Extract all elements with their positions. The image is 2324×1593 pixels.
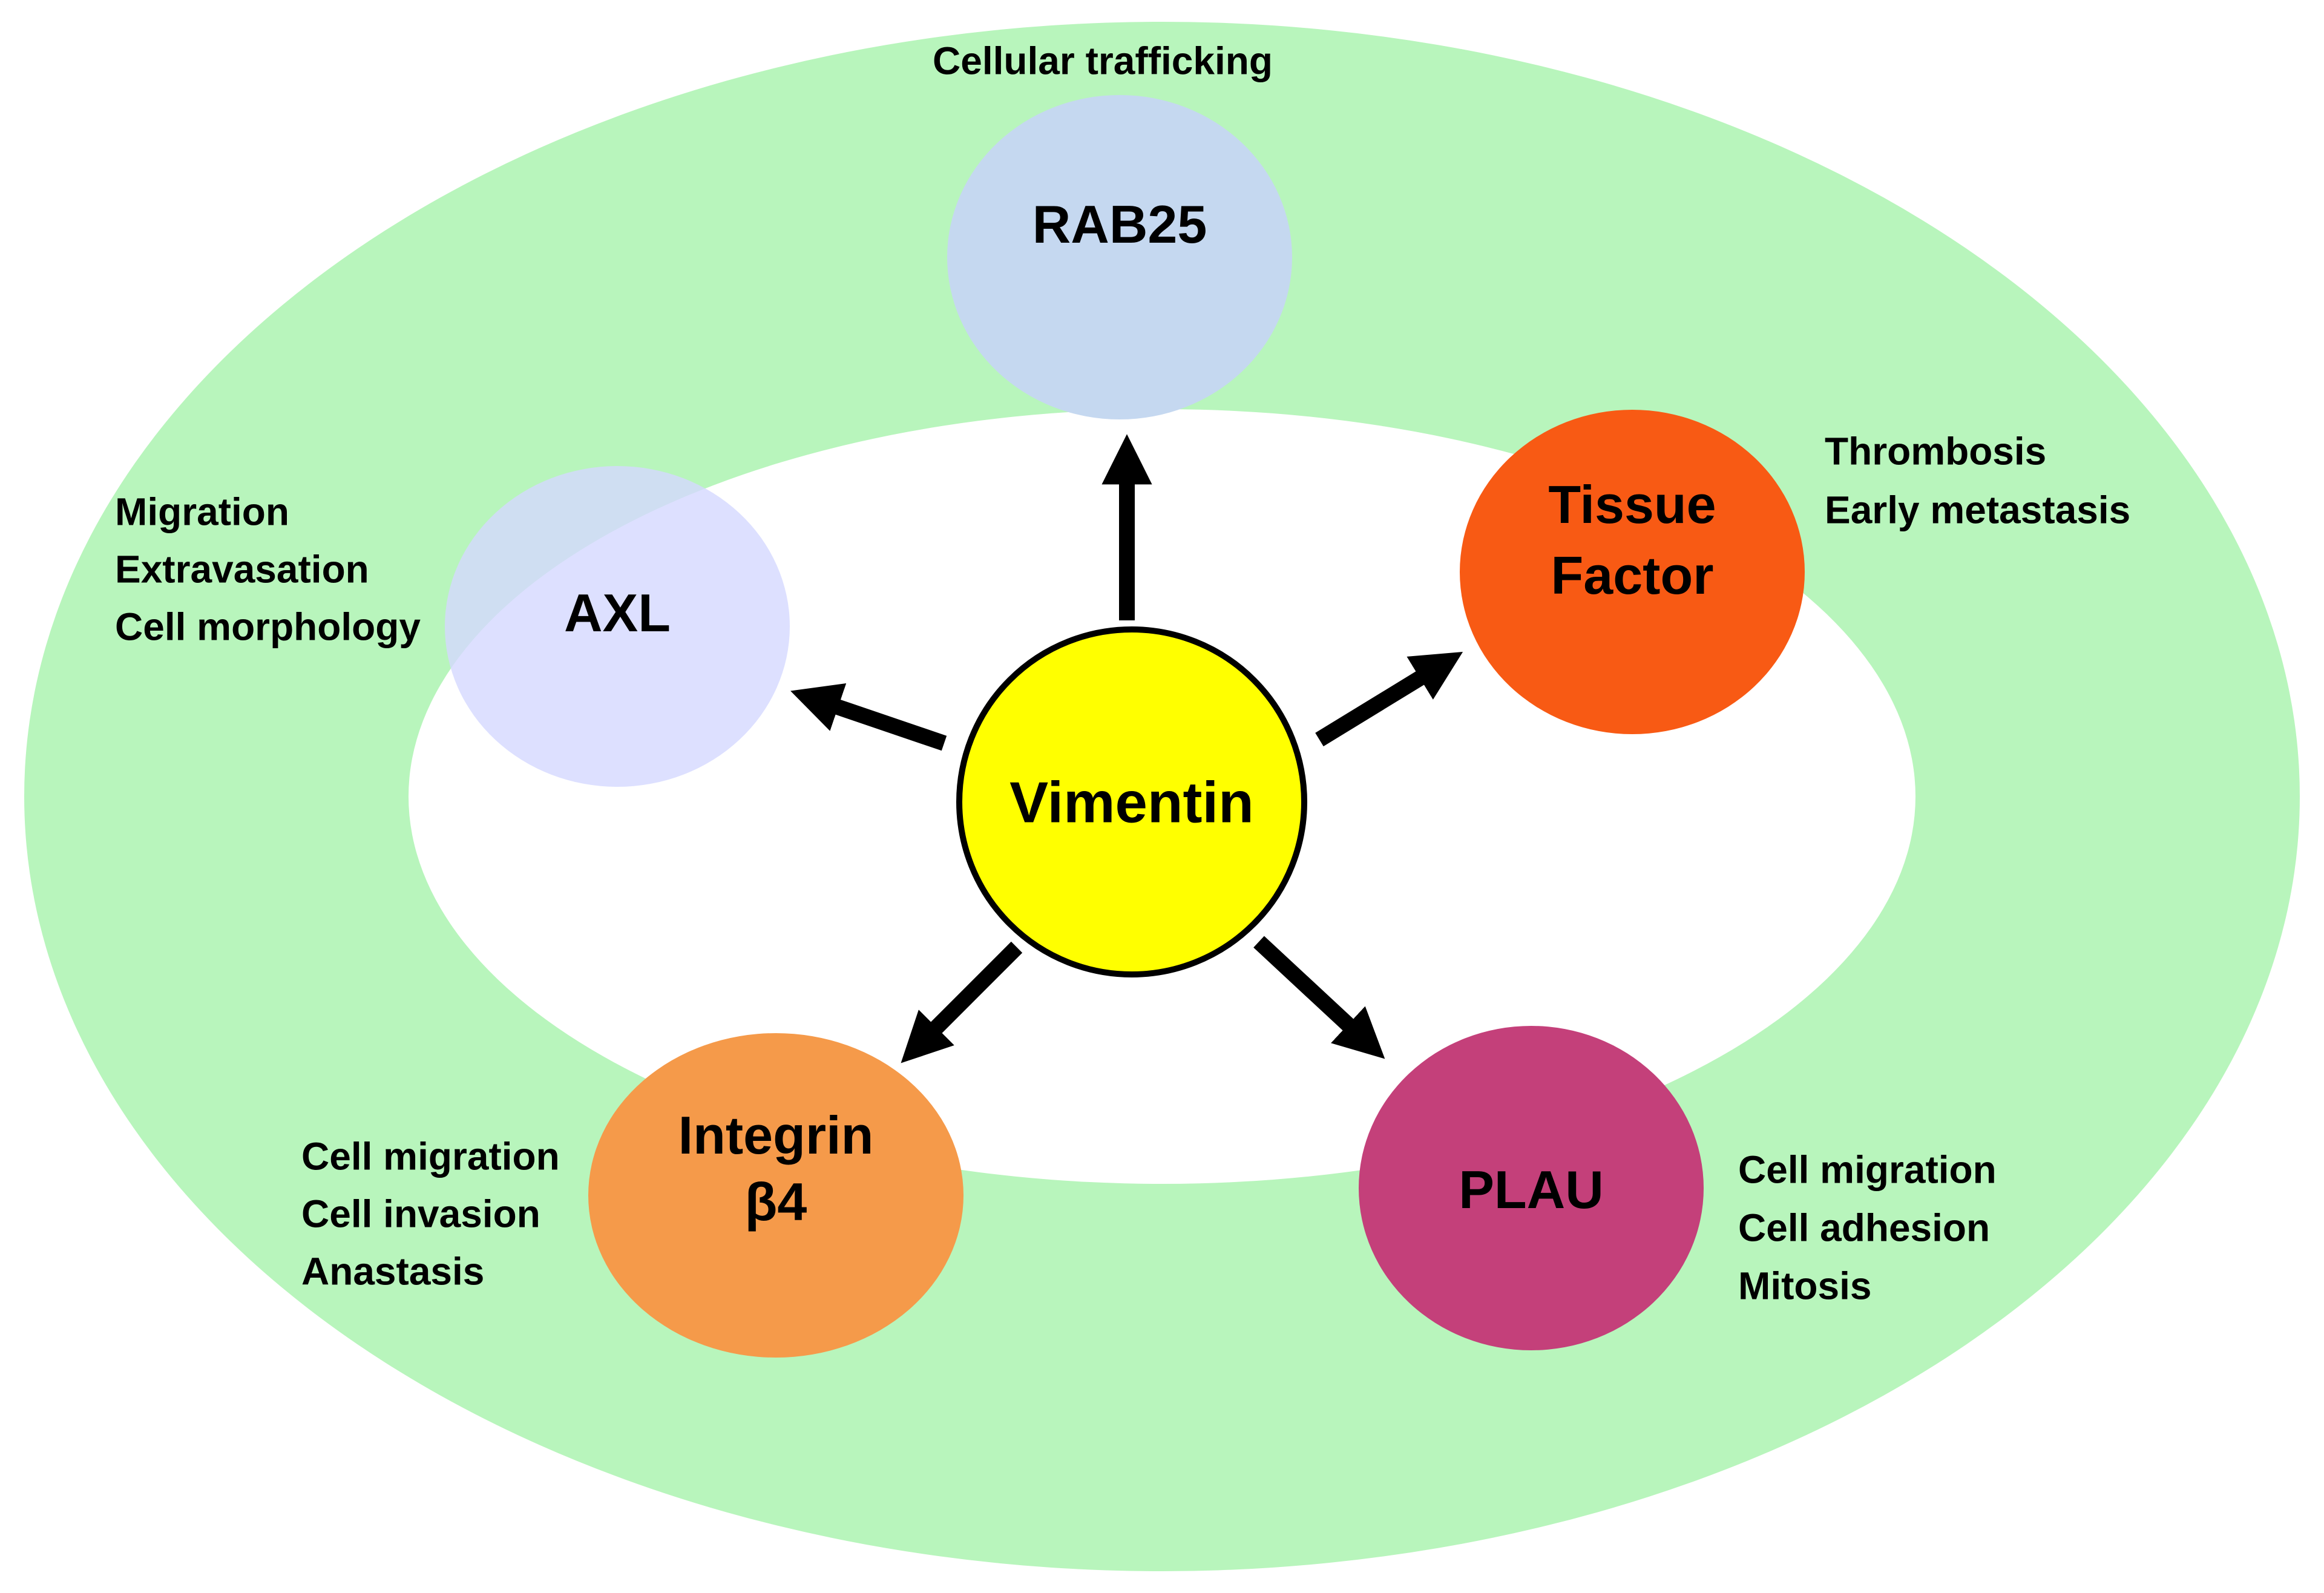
tissue-factor-circle (1460, 410, 1805, 734)
plau-circle (1359, 1026, 1704, 1350)
rab25-circle (947, 95, 1292, 419)
node-tissue-factor: Tissue Factor (1460, 410, 1805, 734)
tissue-factor-label-line-1: Tissue (1548, 475, 1716, 534)
arrow-to-tissue-factor (1315, 652, 1463, 747)
arrow-to-axl (790, 683, 947, 751)
function-text: Thrombosis (1825, 429, 2046, 473)
vimentin-label: Vimentin (1009, 770, 1254, 835)
tissue-factor-label-line-2: Factor (1551, 545, 1714, 605)
functions-rab25: Cellular trafficking (933, 39, 1273, 82)
functions-integrin-b4: Cell migration Cell invasion Anastasis (301, 1134, 560, 1293)
integrin-b4-circle (588, 1033, 963, 1358)
axl-circle (445, 466, 790, 787)
integrin-b4-label-line-2: β4 (745, 1172, 807, 1232)
function-text: Migration (115, 490, 289, 533)
vimentin-circle (956, 626, 1307, 977)
node-integrin-b4: Integrin β4 (588, 1033, 963, 1358)
axl-label: AXL (564, 583, 671, 643)
arrow-to-integrin-b4 (901, 941, 1023, 1063)
node-rab25: RAB25 (947, 95, 1292, 419)
functions-axl: Migration Extravasation Cell morphology (115, 490, 421, 648)
rab25-label: RAB25 (1032, 194, 1207, 254)
function-text: Early metastasis (1825, 488, 2130, 531)
functions-tissue-factor: Thrombosis Early metastasis (1825, 429, 2130, 531)
function-text: Mitosis (1738, 1264, 1871, 1307)
node-vimentin: Vimentin (956, 626, 1307, 977)
function-text: Cell invasion (301, 1192, 540, 1235)
function-text: Extravasation (115, 547, 369, 591)
function-text: Cellular trafficking (933, 39, 1273, 82)
function-text: Cell migration (301, 1134, 560, 1178)
function-text: Cell morphology (115, 605, 421, 648)
plau-label: PLAU (1459, 1160, 1604, 1220)
function-text: Cell adhesion (1738, 1206, 1990, 1249)
functions-plau: Cell migration Cell adhesion Mitosis (1738, 1148, 1997, 1307)
node-plau: PLAU (1359, 1026, 1704, 1350)
node-axl: AXL (445, 466, 790, 787)
function-text: Cell migration (1738, 1148, 1997, 1191)
integrin-b4-label-line-1: Integrin (678, 1105, 874, 1165)
arrow-to-plau (1253, 936, 1385, 1059)
function-text: Anastasis (301, 1249, 484, 1293)
